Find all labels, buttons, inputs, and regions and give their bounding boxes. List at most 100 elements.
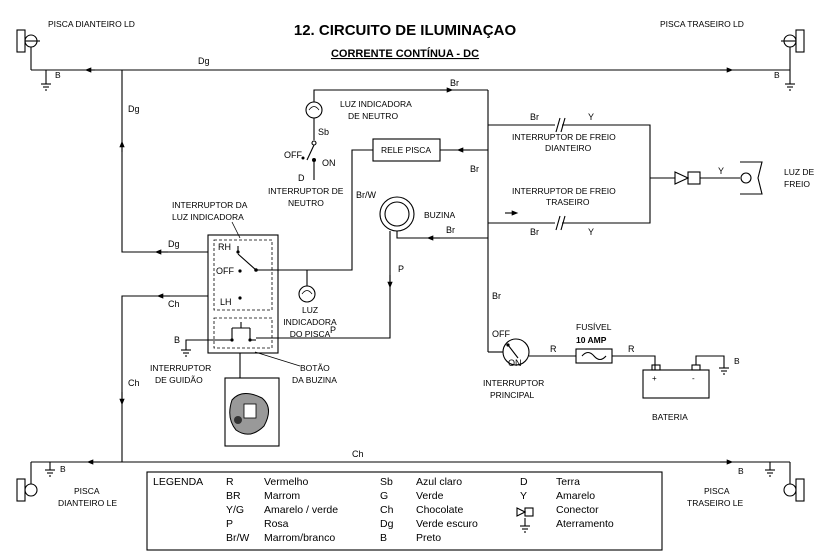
legend-name: Verde escuro	[416, 518, 478, 530]
wire-br-horn	[396, 231, 488, 239]
wire-label-d: D	[298, 173, 305, 183]
wire-label-ch: Ch	[128, 378, 140, 388]
connector-icon	[516, 507, 534, 517]
svg-text:-: -	[692, 374, 695, 383]
front-brake-switch-label: INTERRUPTOR DE FREIO	[512, 132, 616, 142]
legend-name: Marrom/branco	[264, 532, 335, 544]
turn-indicator-label: INDICADORA	[283, 317, 337, 327]
wire-label-br: Br	[530, 227, 539, 237]
battery: + -	[642, 364, 710, 399]
wire-label-br: Br	[530, 112, 539, 122]
wire-br-neutral	[313, 89, 488, 102]
front-left-turn-lamp	[16, 462, 38, 502]
legend-code: Dg	[380, 518, 394, 530]
legend-code: B	[380, 532, 387, 544]
horn-label: BUZINA	[424, 210, 456, 220]
legend-title: LEGENDA	[153, 476, 203, 488]
wire-label-brw: Br/W	[356, 190, 377, 200]
neutral-lamp-label: DE NEUTRO	[348, 111, 398, 121]
rear-right-turn-label: PISCA TRASEIRO LD	[660, 19, 744, 29]
wire-label-ch: Ch	[352, 449, 364, 459]
rear-left-turn-label: PISCA	[704, 486, 730, 496]
ground-label-b: B	[55, 70, 61, 80]
front-right-turn-label: PISCA DIANTEIRO LD	[48, 19, 135, 29]
legend-name: Terra	[556, 476, 580, 488]
wire-label-br: Br	[446, 225, 455, 235]
ground-symbol	[45, 462, 55, 477]
indicator-switch-label: LUZ INDICADORA	[172, 212, 244, 222]
legend-name: Amarelo	[556, 490, 595, 502]
wire-dg-left	[121, 70, 208, 253]
legend-name: Preto	[416, 532, 441, 544]
ground-label-b: B	[60, 464, 66, 474]
front-left-turn-label: DIANTEIRO LE	[58, 498, 117, 508]
ground-label-b: B	[738, 466, 744, 476]
switch-off-label: OFF	[216, 266, 234, 276]
neutral-off-label: OFF	[284, 150, 302, 160]
legend-code: Ch	[380, 504, 394, 516]
legend-name: Amarelo / verde	[264, 504, 338, 516]
handlebar-switch-housing	[207, 234, 279, 354]
legend-code: Y/G	[226, 504, 244, 516]
legend-code: BR	[226, 490, 241, 502]
wire-label-br: Br	[492, 291, 501, 301]
wire-label-sb: Sb	[318, 127, 329, 137]
wire-b-battery	[695, 355, 725, 368]
legend-code: R	[226, 476, 234, 488]
legend-code: Br/W	[226, 532, 249, 544]
wire-label-dg: Dg	[168, 239, 180, 249]
wire-label-ch: Ch	[168, 299, 180, 309]
legend-name: Verde	[416, 490, 444, 502]
main-switch-label: INTERRUPTOR	[483, 378, 544, 388]
legend-name: Azul claro	[416, 476, 462, 488]
flasher-relay-label: RELE PISCA	[381, 145, 431, 155]
main-switch-off-label: OFF	[492, 329, 510, 339]
ground-symbol	[765, 462, 775, 477]
wire-label-y: Y	[588, 227, 594, 237]
horn	[379, 196, 415, 232]
ground-symbol	[41, 70, 51, 91]
front-brake-switch-label: DIANTEIRO	[545, 143, 592, 153]
wire-p-horn	[256, 231, 391, 339]
neutral-switch-label: NEUTRO	[288, 198, 324, 208]
ground-symbol	[181, 349, 191, 357]
brake-light-lamp	[740, 161, 763, 195]
handlebar-switch-label: INTERRUPTOR	[150, 363, 211, 373]
brake-light-label: FREIO	[784, 179, 810, 189]
connector-symbol	[674, 171, 690, 185]
neutral-switch-label: INTERRUPTOR DE	[268, 186, 344, 196]
wire-label-p: P	[330, 325, 336, 335]
fuse-label: FUSÍVEL	[576, 322, 612, 332]
wire-r-fuse-battery	[612, 355, 656, 370]
neutral-indicator-lamp	[305, 101, 323, 119]
legend-name: Aterramento	[556, 518, 614, 530]
legend-code: Sb	[380, 476, 393, 488]
turn-indicator-label: DO PISCA	[290, 329, 331, 339]
front-right-turn-lamp	[16, 29, 40, 70]
legend-name: Rosa	[264, 518, 289, 530]
fuse	[575, 348, 613, 364]
legend-code: Y	[520, 490, 527, 502]
legend: LEGENDA R Vermelho BR Marrom Y/G Amarelo…	[146, 471, 663, 551]
rear-brake-switch-label: TRASEIRO	[546, 197, 590, 207]
ground-symbol	[719, 367, 729, 375]
horn-button-label: DA BUZINA	[292, 375, 337, 385]
handlebar-switch-label: DE GUIDÃO	[155, 375, 203, 385]
indicator-switch	[213, 239, 273, 311]
turn-indicator-label: LUZ	[302, 305, 318, 315]
horn-button-label: BOTÃO	[300, 363, 330, 373]
wire-label-y: Y	[718, 166, 724, 176]
indicator-switch-label: INTERRUPTOR DA	[172, 200, 248, 210]
wire-label-dg: Dg	[198, 56, 210, 66]
switch-lh-label: LH	[220, 297, 232, 307]
ground-label-b: B	[774, 70, 780, 80]
turn-indicator-lamp	[298, 285, 316, 303]
wire-label-y: Y	[588, 112, 594, 122]
horn-button	[213, 317, 273, 349]
wire-label-p: P	[398, 264, 404, 274]
rear-right-turn-lamp	[781, 29, 805, 70]
front-left-turn-label: PISCA	[74, 486, 100, 496]
legend-name: Vermelho	[264, 476, 309, 488]
legend-code: D	[520, 476, 528, 488]
